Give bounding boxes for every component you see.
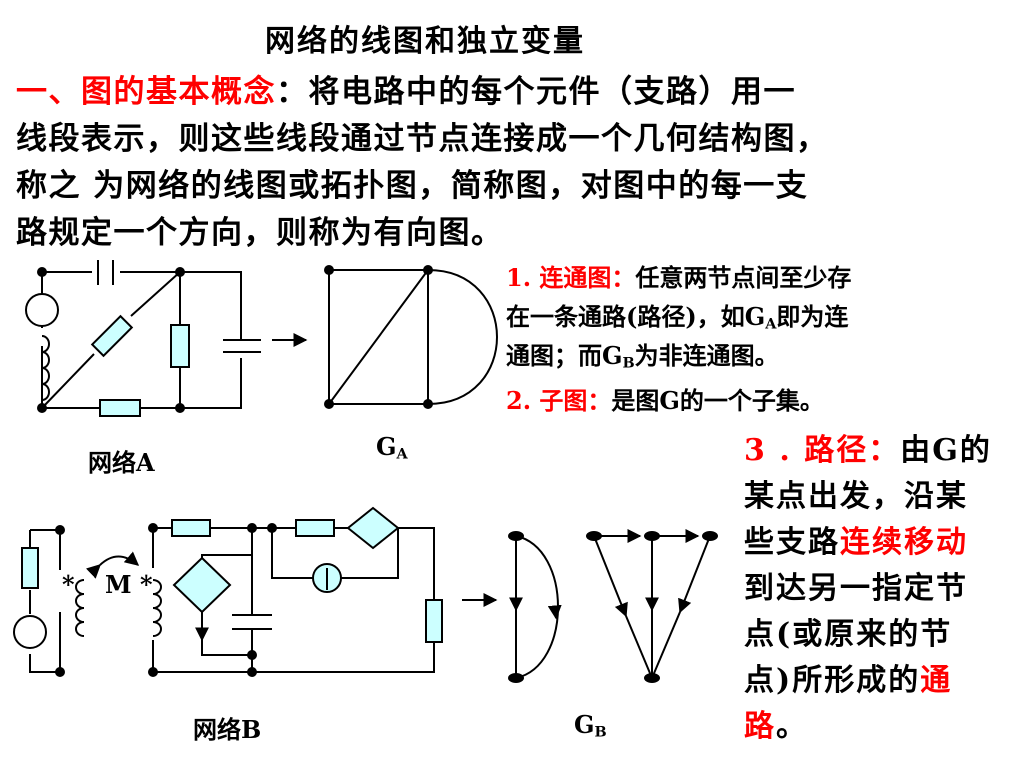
node-dot bbox=[148, 667, 158, 677]
intro-line-4: 路规定一个方向，则称为有向图。 bbox=[16, 215, 504, 251]
dot-mark-right: * bbox=[140, 570, 153, 599]
node-dot bbox=[55, 667, 65, 677]
dot-mark-left: * bbox=[62, 570, 75, 599]
graph-b-diagram bbox=[508, 529, 718, 683]
graph-node bbox=[508, 673, 524, 683]
network-b-diagram bbox=[13, 506, 498, 677]
node-dot bbox=[175, 267, 185, 277]
page-title: 网络的线图和独立变量 bbox=[265, 24, 585, 59]
note-subgraph: 2. 子图：是图G的一个子集。 bbox=[506, 386, 824, 415]
graph-node bbox=[702, 531, 718, 541]
node-dot bbox=[55, 525, 65, 535]
graph-edge bbox=[593, 535, 628, 618]
note-path: 3 . 路径：由G的 bbox=[744, 433, 992, 468]
resistor bbox=[21, 547, 39, 589]
intro-line-3: 称之 为网络的线图或拓扑图，简称图，对图中的每一支 bbox=[16, 168, 809, 204]
source-circle bbox=[13, 615, 47, 649]
caption-network-a: 网络A bbox=[88, 448, 155, 477]
graph-edge bbox=[515, 535, 559, 679]
note-connected-graph-line3: 通图；而GB为非连通图。 bbox=[506, 341, 779, 372]
node-dot bbox=[247, 650, 257, 660]
graph-edge bbox=[651, 611, 681, 679]
graph-node bbox=[508, 531, 524, 541]
network-a-diagram bbox=[25, 260, 308, 417]
node-dot bbox=[175, 403, 185, 413]
intro-line-1: 一、图的基本概念：将电路中的每个元件（支路）用一 bbox=[16, 74, 796, 110]
caption-network-b: 网络B bbox=[193, 715, 262, 744]
section-heading: 一、图的基本概念 bbox=[16, 74, 276, 110]
resistor bbox=[171, 519, 211, 537]
resistor bbox=[295, 519, 335, 537]
graph-a-diagram bbox=[324, 265, 498, 409]
note-path-line7: 路。 bbox=[744, 709, 808, 744]
resistor bbox=[425, 599, 443, 643]
graph-node bbox=[644, 673, 660, 683]
node-dot bbox=[37, 403, 47, 413]
source-circle bbox=[25, 293, 59, 327]
graph-node bbox=[423, 265, 433, 275]
graph-node bbox=[586, 531, 602, 541]
controlled-source bbox=[172, 556, 232, 614]
graph-edge-arrow bbox=[547, 604, 562, 620]
node-dot bbox=[37, 267, 47, 277]
node-dot bbox=[247, 523, 257, 533]
resistor bbox=[99, 399, 141, 417]
controlled-source bbox=[346, 506, 400, 550]
resistor bbox=[170, 324, 190, 368]
note-path-line3: 些支路连续移动 bbox=[744, 525, 968, 560]
inductor-coil bbox=[41, 335, 50, 401]
resistor bbox=[90, 314, 134, 358]
note-path-line4: 到达另一指定节 bbox=[744, 571, 968, 606]
graph-node bbox=[644, 531, 660, 541]
node-dot bbox=[267, 523, 277, 533]
note-path-line5: 点(或原来的节 bbox=[744, 617, 953, 652]
note-path-line6: 点)所形成的通 bbox=[744, 663, 953, 698]
graph-edge bbox=[678, 535, 711, 614]
node-dot bbox=[148, 523, 158, 533]
inductor-coil bbox=[152, 579, 162, 637]
mutual-arrow bbox=[86, 551, 140, 579]
node-dot bbox=[247, 667, 257, 677]
caption-graph-a: GA bbox=[376, 432, 408, 463]
graph-node bbox=[324, 399, 334, 409]
note-connected-graph: 1. 连通图：任意两节点间至少存 bbox=[506, 263, 852, 292]
graph-node bbox=[423, 399, 433, 409]
note-path-line2: 某点出发，沿某 bbox=[744, 479, 968, 514]
note-connected-graph-line2: 在一条通路(路径)，如GA即为连 bbox=[506, 302, 849, 333]
graph-node bbox=[324, 265, 334, 275]
intro-line-2: 线段表示，则这些线段通过节点连接成一个几何结构图， bbox=[16, 121, 829, 157]
inductor-coil bbox=[75, 579, 85, 637]
caption-graph-b: GB bbox=[574, 710, 607, 741]
graph-edge bbox=[625, 615, 653, 679]
